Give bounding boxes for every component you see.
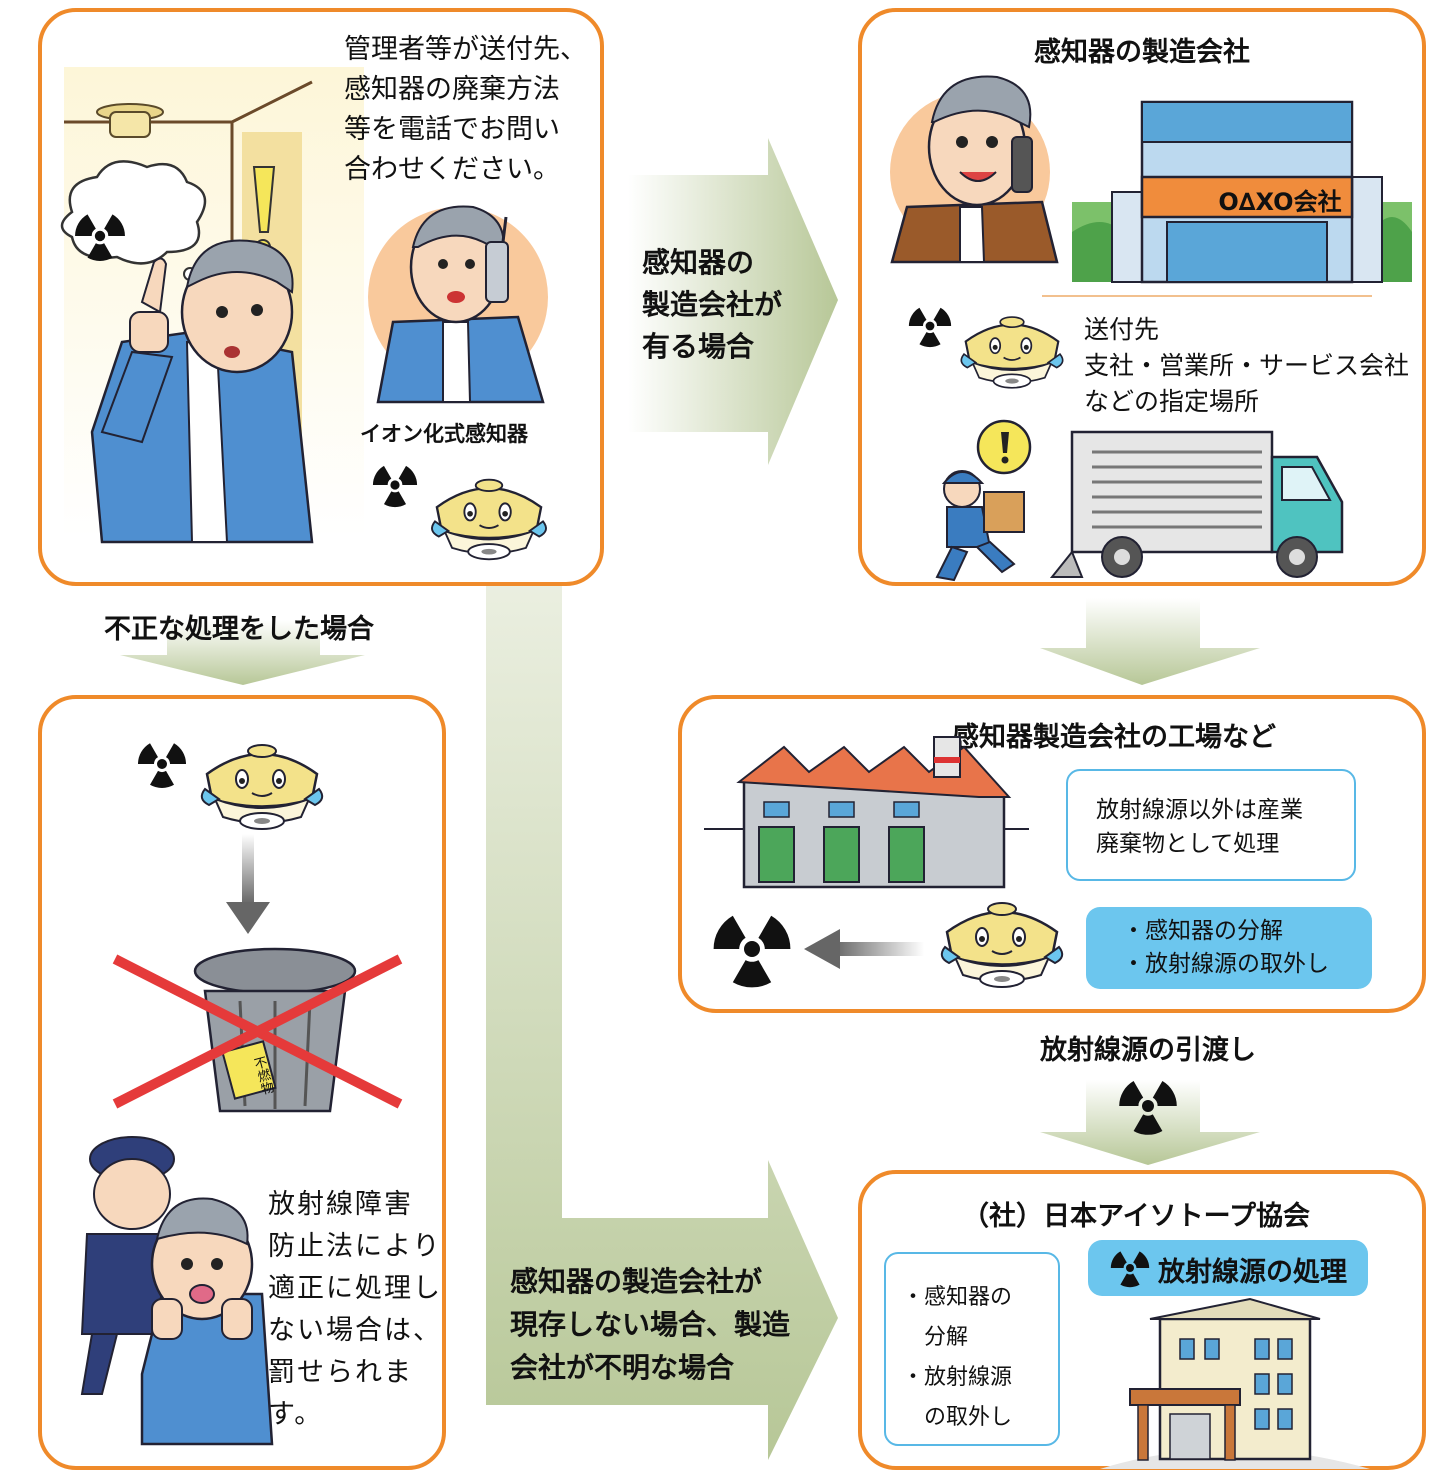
inquiry-instruction: 管理者等が送付先、 感知器の廃棄方法 等を電話でお問い 合わせください。 — [344, 34, 587, 185]
radiation-icon — [74, 210, 126, 262]
box-manufacturer: 感知器の製造会社 O∆XO会社 送付先 支 — [858, 8, 1426, 586]
maker-staff-illustration — [890, 75, 1059, 264]
industrial-waste-note: 放射線源以外は産業 廃棄物として処理 — [1096, 797, 1303, 857]
radiation-icon — [712, 909, 792, 989]
phone-icon — [485, 216, 509, 303]
handover-label: 放射線源の引渡し — [1040, 1035, 1256, 1066]
factory-icon — [704, 736, 1029, 889]
radiation-icon — [908, 304, 952, 348]
disassembly-steps: ・感知器の分解 ・放射線源の取外し — [1122, 918, 1329, 977]
divider-line — [1042, 295, 1372, 297]
truck-icon — [1049, 430, 1344, 578]
arrow-left-gray — [804, 929, 924, 969]
smoke-detector-icon — [960, 316, 1064, 389]
smoke-detector-icon — [200, 744, 324, 830]
label-has-maker: 感知器の 製造会社が 有る場合 — [642, 246, 783, 363]
ion-detector-label: イオン化式感知器 — [360, 422, 528, 446]
room-illustration — [60, 67, 364, 544]
box-improper: 不燃物 放射線障害 防止法により 適正に処理し ない場合は、 罰せられます。 — [38, 695, 446, 1470]
association-title: （社）日本アイソトープ協会 — [962, 1201, 1311, 1232]
man-pointing-figure — [90, 239, 314, 544]
phone-caller-illustration — [368, 205, 548, 404]
box-factory: 感知器製造会社の工場など 放射線源以外は産業 廃棄物として処理 ・感知器の分解 … — [678, 695, 1426, 1013]
disassembly-steps-box: ・感知器の分解 ・放射線源の取外し — [1086, 907, 1372, 989]
ceiling-detector-icon — [96, 103, 164, 138]
arrow-no-maker — [486, 490, 838, 1460]
smoke-detector-icon — [940, 902, 1064, 988]
association-steps: ・感知器の 分解 ・放射線源 の取外し — [902, 1285, 1013, 1430]
process-label-box: 放射線源の処理 — [1088, 1240, 1368, 1296]
factory-title: 感知器製造会社の工場など — [952, 722, 1276, 753]
label-no-maker: 感知器の製造会社が 現存しない場合、製造 会社が不明な場合 — [510, 1265, 791, 1384]
industrial-waste-note-box: 放射線源以外は産業 廃棄物として処理 — [1066, 769, 1356, 881]
box-inquiry: 管理者等が送付先、 感知器の廃棄方法 等を電話でお問い 合わせください。 イオン… — [38, 8, 604, 586]
process-label: 放射線源の処理 — [1158, 1257, 1347, 1288]
radiation-icon — [372, 462, 418, 508]
exclamation-icon — [252, 166, 276, 255]
destination-text: 送付先 支社・営業所・サービス会社 などの指定場所 — [1084, 315, 1410, 416]
label-improper: 不正な処理をした場合 — [104, 614, 374, 645]
delivery-worker-illustration — [935, 419, 1032, 582]
radiation-icon — [1118, 1076, 1178, 1136]
radiation-icon — [137, 739, 187, 789]
smoke-detector-icon — [431, 478, 547, 561]
prohibited-cross-icon — [112, 954, 403, 1109]
company-sign: O∆XO会社 — [1218, 188, 1342, 216]
building-icon — [1100, 1297, 1370, 1469]
arrow-improper-down — [120, 620, 365, 685]
association-steps-box: ・感知器の 分解 ・放射線源 の取外し — [884, 1252, 1060, 1446]
manufacturer-title: 感知器の製造会社 — [1034, 37, 1250, 68]
arrow-has-maker — [628, 138, 838, 465]
company-building-illustration — [1072, 100, 1412, 284]
arrow-to-factory — [1040, 598, 1260, 685]
police-and-man-illustration — [80, 1136, 274, 1446]
radiation-icon — [1110, 1248, 1150, 1288]
box-association: （社）日本アイソトープ協会 ・感知器の 分解 ・放射線源 の取外し 放射線源の処… — [858, 1170, 1426, 1470]
arrow-down-gray — [226, 834, 270, 934]
warning-text: 放射線障害 防止法により 適正に処理し ない場合は、 罰せられます。 — [268, 1189, 442, 1430]
